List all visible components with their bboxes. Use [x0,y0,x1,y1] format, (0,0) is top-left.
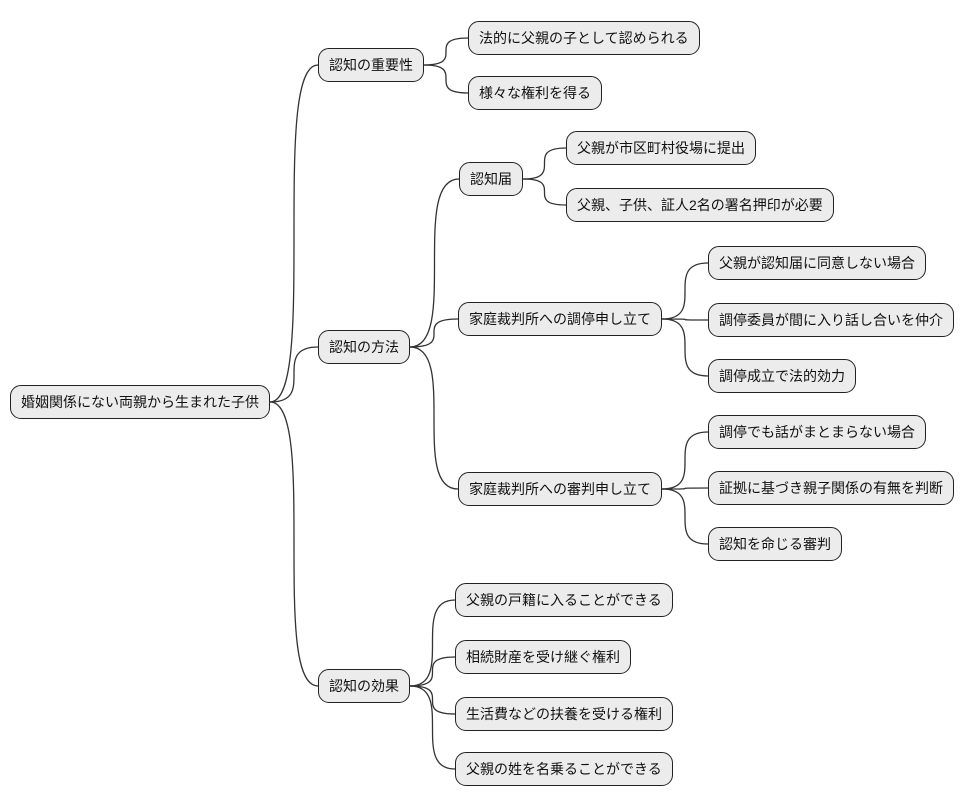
edge-line [661,318,709,377]
edge-line [423,64,469,94]
node-father-disagrees: 父親が認知届に同意しない場合 [708,246,926,280]
edge-line [661,431,709,490]
edge-line [409,178,460,348]
node-ninchi-effect: 認知の効果 [318,669,410,703]
node-support-right: 生活費などの扶養を受ける権利 [455,697,673,731]
edge-line [269,346,319,403]
edge-line [661,487,709,490]
node-mediation-effect: 調停成立で法的効力 [708,359,856,393]
edge-line [409,318,459,348]
edge-line [409,599,456,687]
edge-line [269,401,319,687]
node-signatures-required: 父親、子供、証人2名の署名押印が必要 [566,188,834,222]
node-ninchi-todoke: 認知届 [459,162,523,196]
edge-line [409,346,459,490]
node-enter-koseki: 父親の戸籍に入ることができる [455,583,673,617]
node-inheritance-right: 相続財産を受け継ぐ権利 [455,640,631,674]
edge-line [269,64,319,403]
node-various-rights: 様々な権利を得る [468,76,602,110]
edge-line [661,318,709,321]
node-submit-office: 父親が市区町村役場に提出 [566,131,756,165]
node-mediator-intervenes: 調停委員が間に入り話し合いを仲介 [708,303,954,337]
edge-line [522,178,567,206]
edge-line [409,685,456,715]
node-shinpan-moshitate: 家庭裁判所への審判申し立て [458,472,662,506]
node-ninchi-method: 認知の方法 [318,330,410,364]
edge-line [409,685,456,770]
edge-line [522,147,567,180]
edge-line [409,656,456,687]
node-ninchi-order: 認知を命じる審判 [708,527,842,561]
node-chotei-moshitate: 家庭裁判所への調停申し立て [458,302,662,336]
node-mediation-fails: 調停でも話がまとまらない場合 [708,415,926,449]
node-ninchi-importance: 認知の重要性 [318,48,424,82]
node-surname-right: 父親の姓を名乗ることができる [455,752,673,786]
edge-line [661,488,709,545]
node-root: 婚姻関係にない両親から生まれた子供 [10,385,270,419]
node-evidence-judgment: 証拠に基づき親子関係の有無を判断 [708,471,954,505]
edge-line [661,262,709,320]
edge-line [423,37,469,66]
node-legal-recognition: 法的に父親の子として認められる [468,21,700,55]
